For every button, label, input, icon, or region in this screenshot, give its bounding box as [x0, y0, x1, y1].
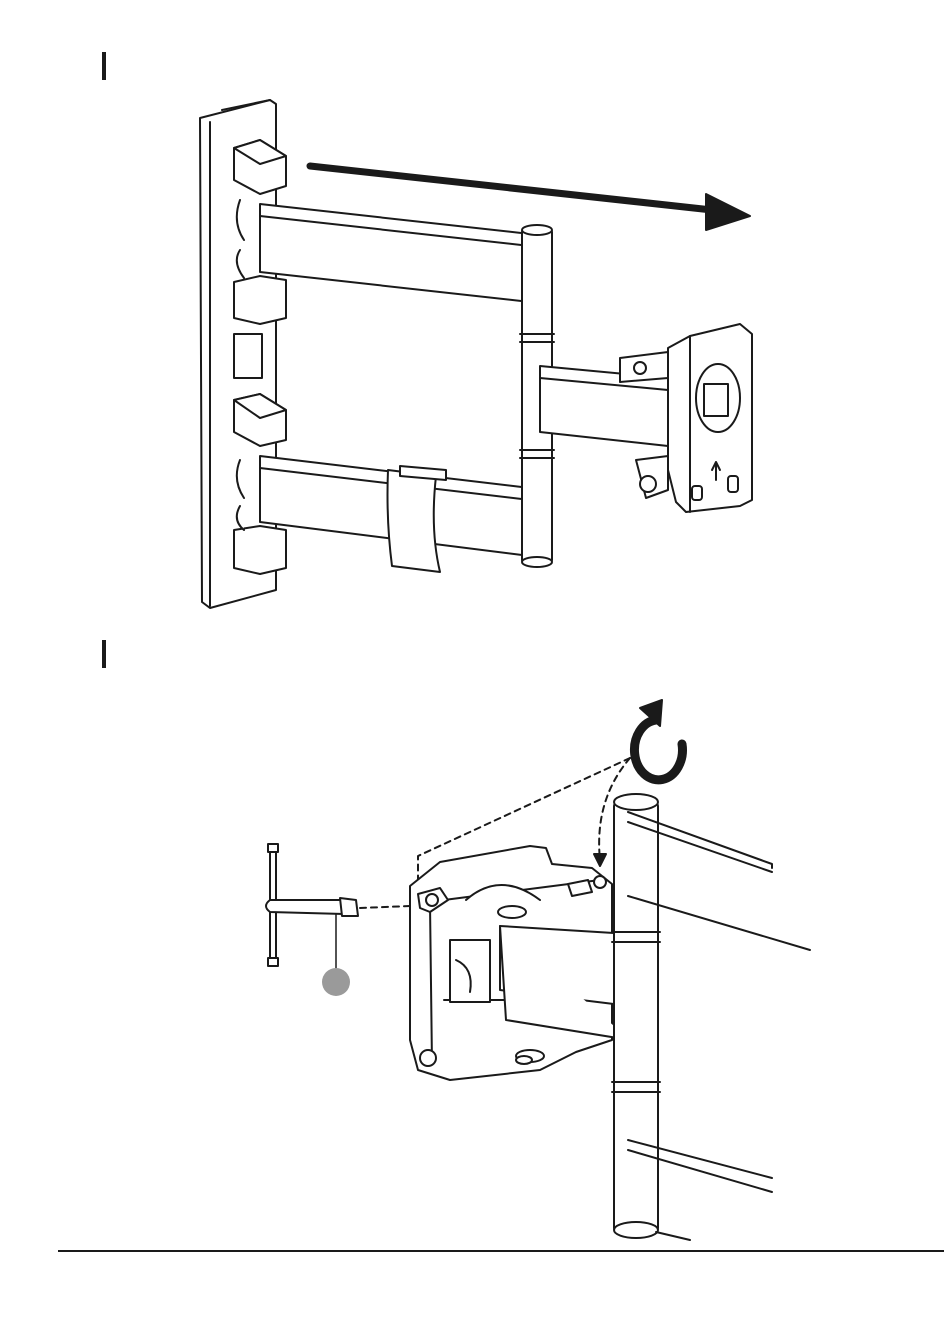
footer-rule — [58, 1250, 944, 1252]
figure-2-tighten-bolt — [0, 0, 950, 1250]
bracket-arm — [500, 926, 630, 1040]
vertical-post-2 — [612, 794, 660, 1238]
rotate-clockwise-icon — [634, 700, 682, 780]
part-callout-circle — [322, 968, 350, 996]
allen-key-tool — [266, 844, 358, 968]
